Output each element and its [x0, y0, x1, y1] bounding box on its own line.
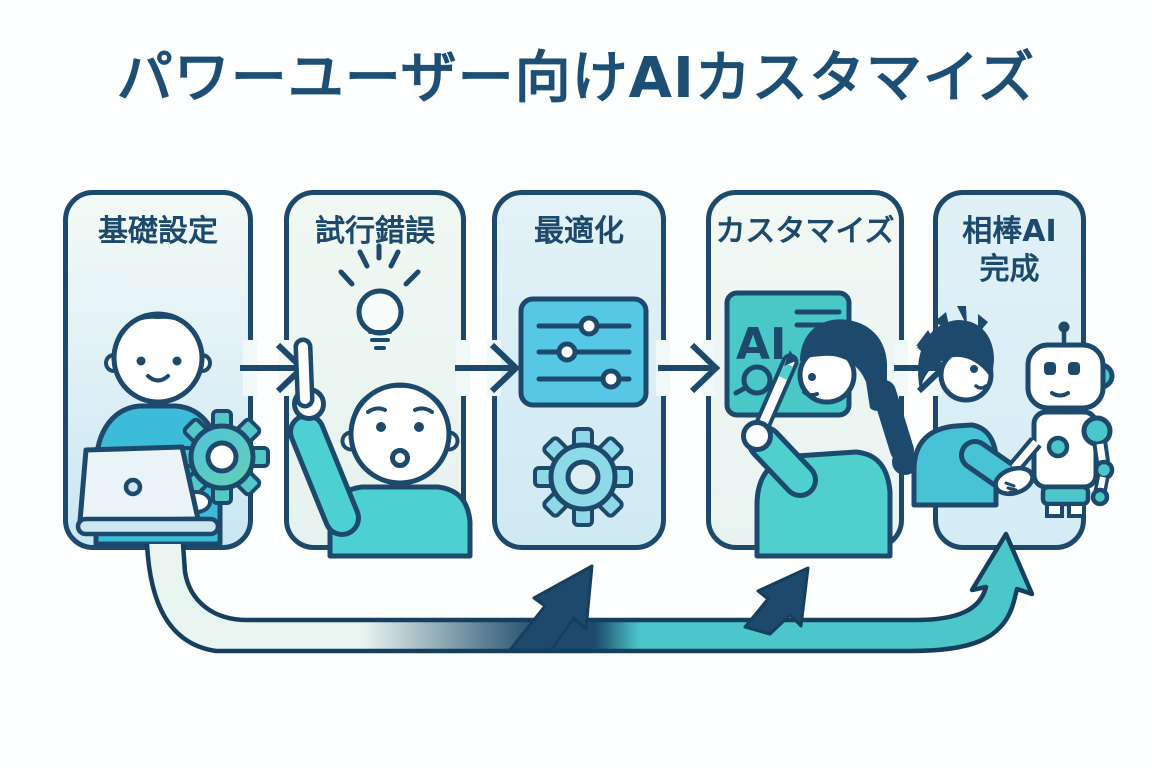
loopback-flow-band — [144, 531, 1035, 654]
upward-arrow-icon — [743, 566, 810, 636]
step-card-optimize: 最適化 — [492, 190, 666, 550]
step-label: 相棒AI — [962, 214, 1057, 249]
step-label: カスタマイズ — [715, 214, 895, 249]
step-card-trial-error: 試行錯誤 — [284, 190, 466, 550]
step-card-partner-ai: 相棒AI 完成 — [933, 190, 1086, 550]
page-title: パワーユーザー向けAIカスタマイズ — [116, 46, 1036, 111]
step-label-line2: 完成 — [979, 251, 1040, 287]
step-label: 試行錯誤 — [315, 214, 435, 249]
step-card-customize: カスタマイズ — [706, 190, 904, 550]
upward-arrow-icon — [508, 564, 594, 652]
step-card-basic-setup: 基礎設定 — [63, 190, 253, 550]
step-label: 最適化 — [534, 214, 624, 249]
step-label: 基礎設定 — [98, 214, 218, 249]
